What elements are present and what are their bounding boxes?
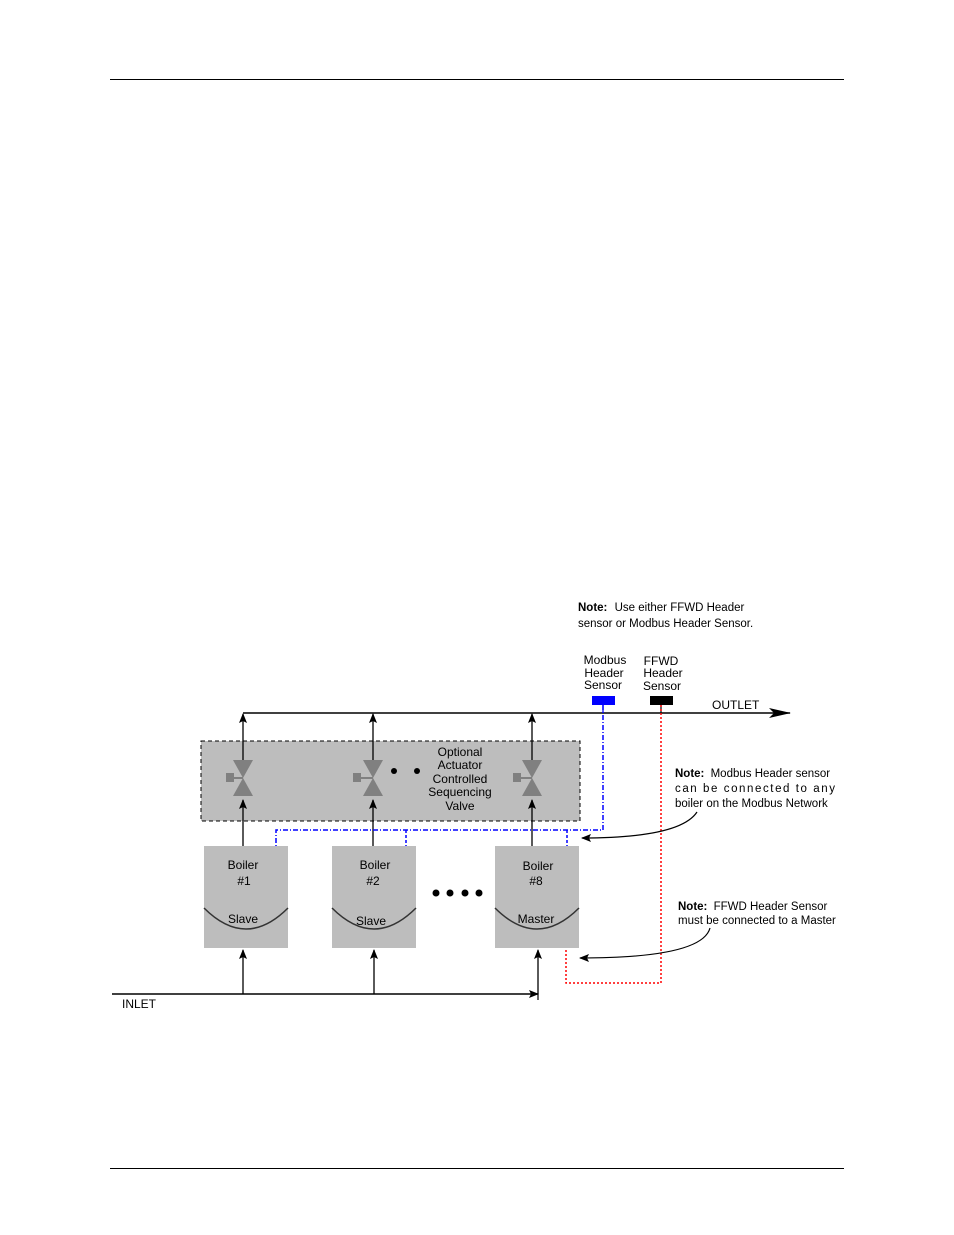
boiler-8: Boiler #8 Master	[494, 846, 580, 948]
ellipsis-dot	[446, 889, 454, 897]
svg-text:Header: Header	[643, 666, 682, 680]
boiler-number: #1	[237, 874, 251, 888]
ellipsis-dot	[461, 889, 469, 897]
svg-text:Optional: Optional	[438, 745, 483, 759]
optional-valve-group-box	[200, 740, 581, 822]
ellipsis-dot	[414, 768, 420, 774]
ellipsis-dot	[391, 768, 397, 774]
note-ffwd-line2: must be connected to a Master	[678, 915, 836, 927]
note-modbus-leader	[581, 811, 698, 842]
modbus-wire	[275, 705, 604, 846]
boiler-number: #8	[529, 874, 543, 888]
note-ffwd-leader	[579, 927, 711, 962]
ffwd-header-sensor	[650, 696, 673, 705]
svg-text:Modbus: Modbus	[584, 653, 627, 667]
ellipsis-dot	[475, 889, 483, 897]
valve-icon	[353, 760, 383, 796]
modbus-header-sensor	[592, 696, 615, 705]
inlet-label: INLET	[122, 997, 157, 1011]
note-top-line2: sensor or Modbus Header Sensor.	[578, 618, 753, 630]
boiler-name: Boiler	[228, 858, 259, 872]
svg-text:Header: Header	[584, 666, 623, 680]
svg-text:Sensor: Sensor	[643, 679, 681, 693]
svg-text:Sensor: Sensor	[584, 678, 622, 692]
boiler-name: Boiler	[360, 858, 391, 872]
header-rule	[110, 79, 844, 80]
note-top-line1: Note: Use either FFWD Header	[578, 602, 744, 614]
svg-text:Controlled: Controlled	[433, 772, 488, 786]
valve-icon	[513, 760, 542, 796]
modbus-sensor-label: Modbus Header Sensor	[584, 653, 627, 692]
svg-text:Sequencing: Sequencing	[428, 785, 491, 799]
svg-text:FFWD: FFWD	[644, 654, 679, 668]
note-modbus-line3: boiler on the Modbus Network	[675, 798, 828, 810]
valve-icon	[226, 760, 253, 796]
ffwd-wire	[565, 705, 662, 984]
valve-group-label: Optional Actuator Controlled Sequencing …	[428, 745, 491, 813]
boiler-2: Boiler #2 Slave	[331, 846, 417, 948]
boiler-name: Boiler	[523, 859, 554, 873]
boiler-role: Slave	[228, 912, 258, 926]
note-modbus-line2: can be connected to any	[675, 783, 835, 795]
boiler-1: Boiler #1 Slave	[203, 846, 289, 948]
footer-rule	[110, 1168, 844, 1169]
boiler-number: #2	[366, 874, 380, 888]
ellipsis-dot	[432, 889, 440, 897]
svg-text:Actuator: Actuator	[438, 758, 483, 772]
note-ffwd-line1: Note: FFWD Header Sensor	[678, 901, 828, 913]
outlet-label: OUTLET	[712, 698, 760, 712]
boiler-role: Slave	[356, 914, 386, 928]
svg-text:Valve: Valve	[445, 799, 474, 813]
ffwd-sensor-label: FFWD Header Sensor	[643, 654, 683, 693]
boiler-role: Master	[518, 912, 555, 926]
note-modbus-line1: Note: Modbus Header sensor	[675, 768, 830, 780]
